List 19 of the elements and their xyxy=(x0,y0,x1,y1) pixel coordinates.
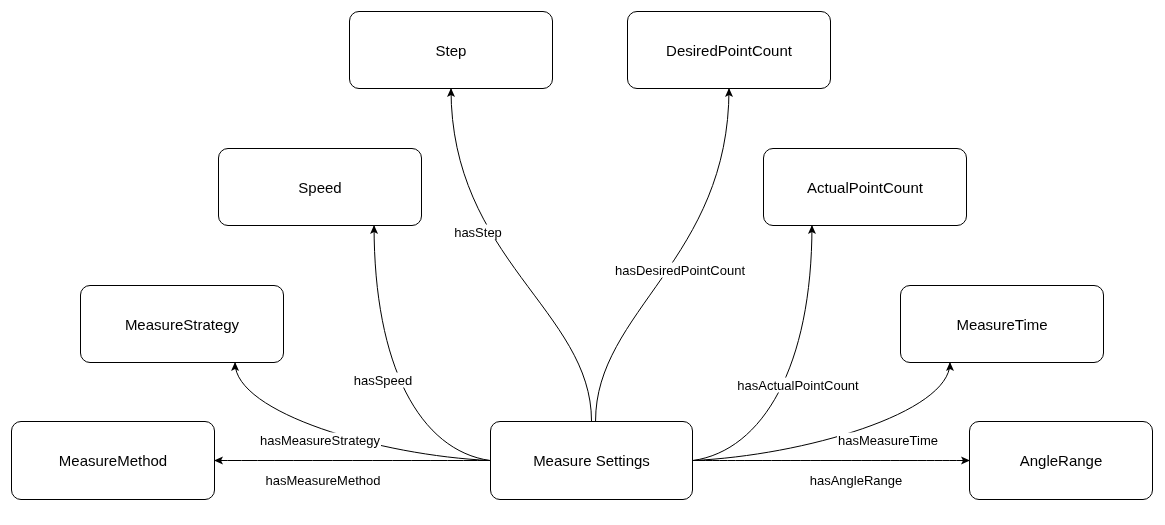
edge-label: hasDesiredPointCount xyxy=(613,262,747,278)
arrow xyxy=(692,456,970,465)
edge-label: hasMeasureStrategy xyxy=(259,432,381,448)
arrow xyxy=(447,88,592,422)
edge-label: hasActualPointCount xyxy=(736,377,860,393)
arrow xyxy=(595,88,733,422)
edge-label: hasMeasureTime xyxy=(837,432,939,448)
node-box: Speed xyxy=(218,148,422,226)
node-box: AngleRange xyxy=(969,421,1153,500)
arrow xyxy=(214,456,491,465)
node-box: MeasureMethod xyxy=(11,421,215,500)
node-box: Measure Settings xyxy=(490,421,693,500)
node-box: DesiredPointCount xyxy=(627,11,831,89)
node-box: Step xyxy=(349,11,553,89)
edge-label: hasStep xyxy=(453,224,503,240)
node-box: MeasureStrategy xyxy=(80,285,284,363)
edge-label: hasSpeed xyxy=(352,372,414,388)
node-box: MeasureTime xyxy=(900,285,1104,363)
node-box: ActualPointCount xyxy=(763,148,967,226)
